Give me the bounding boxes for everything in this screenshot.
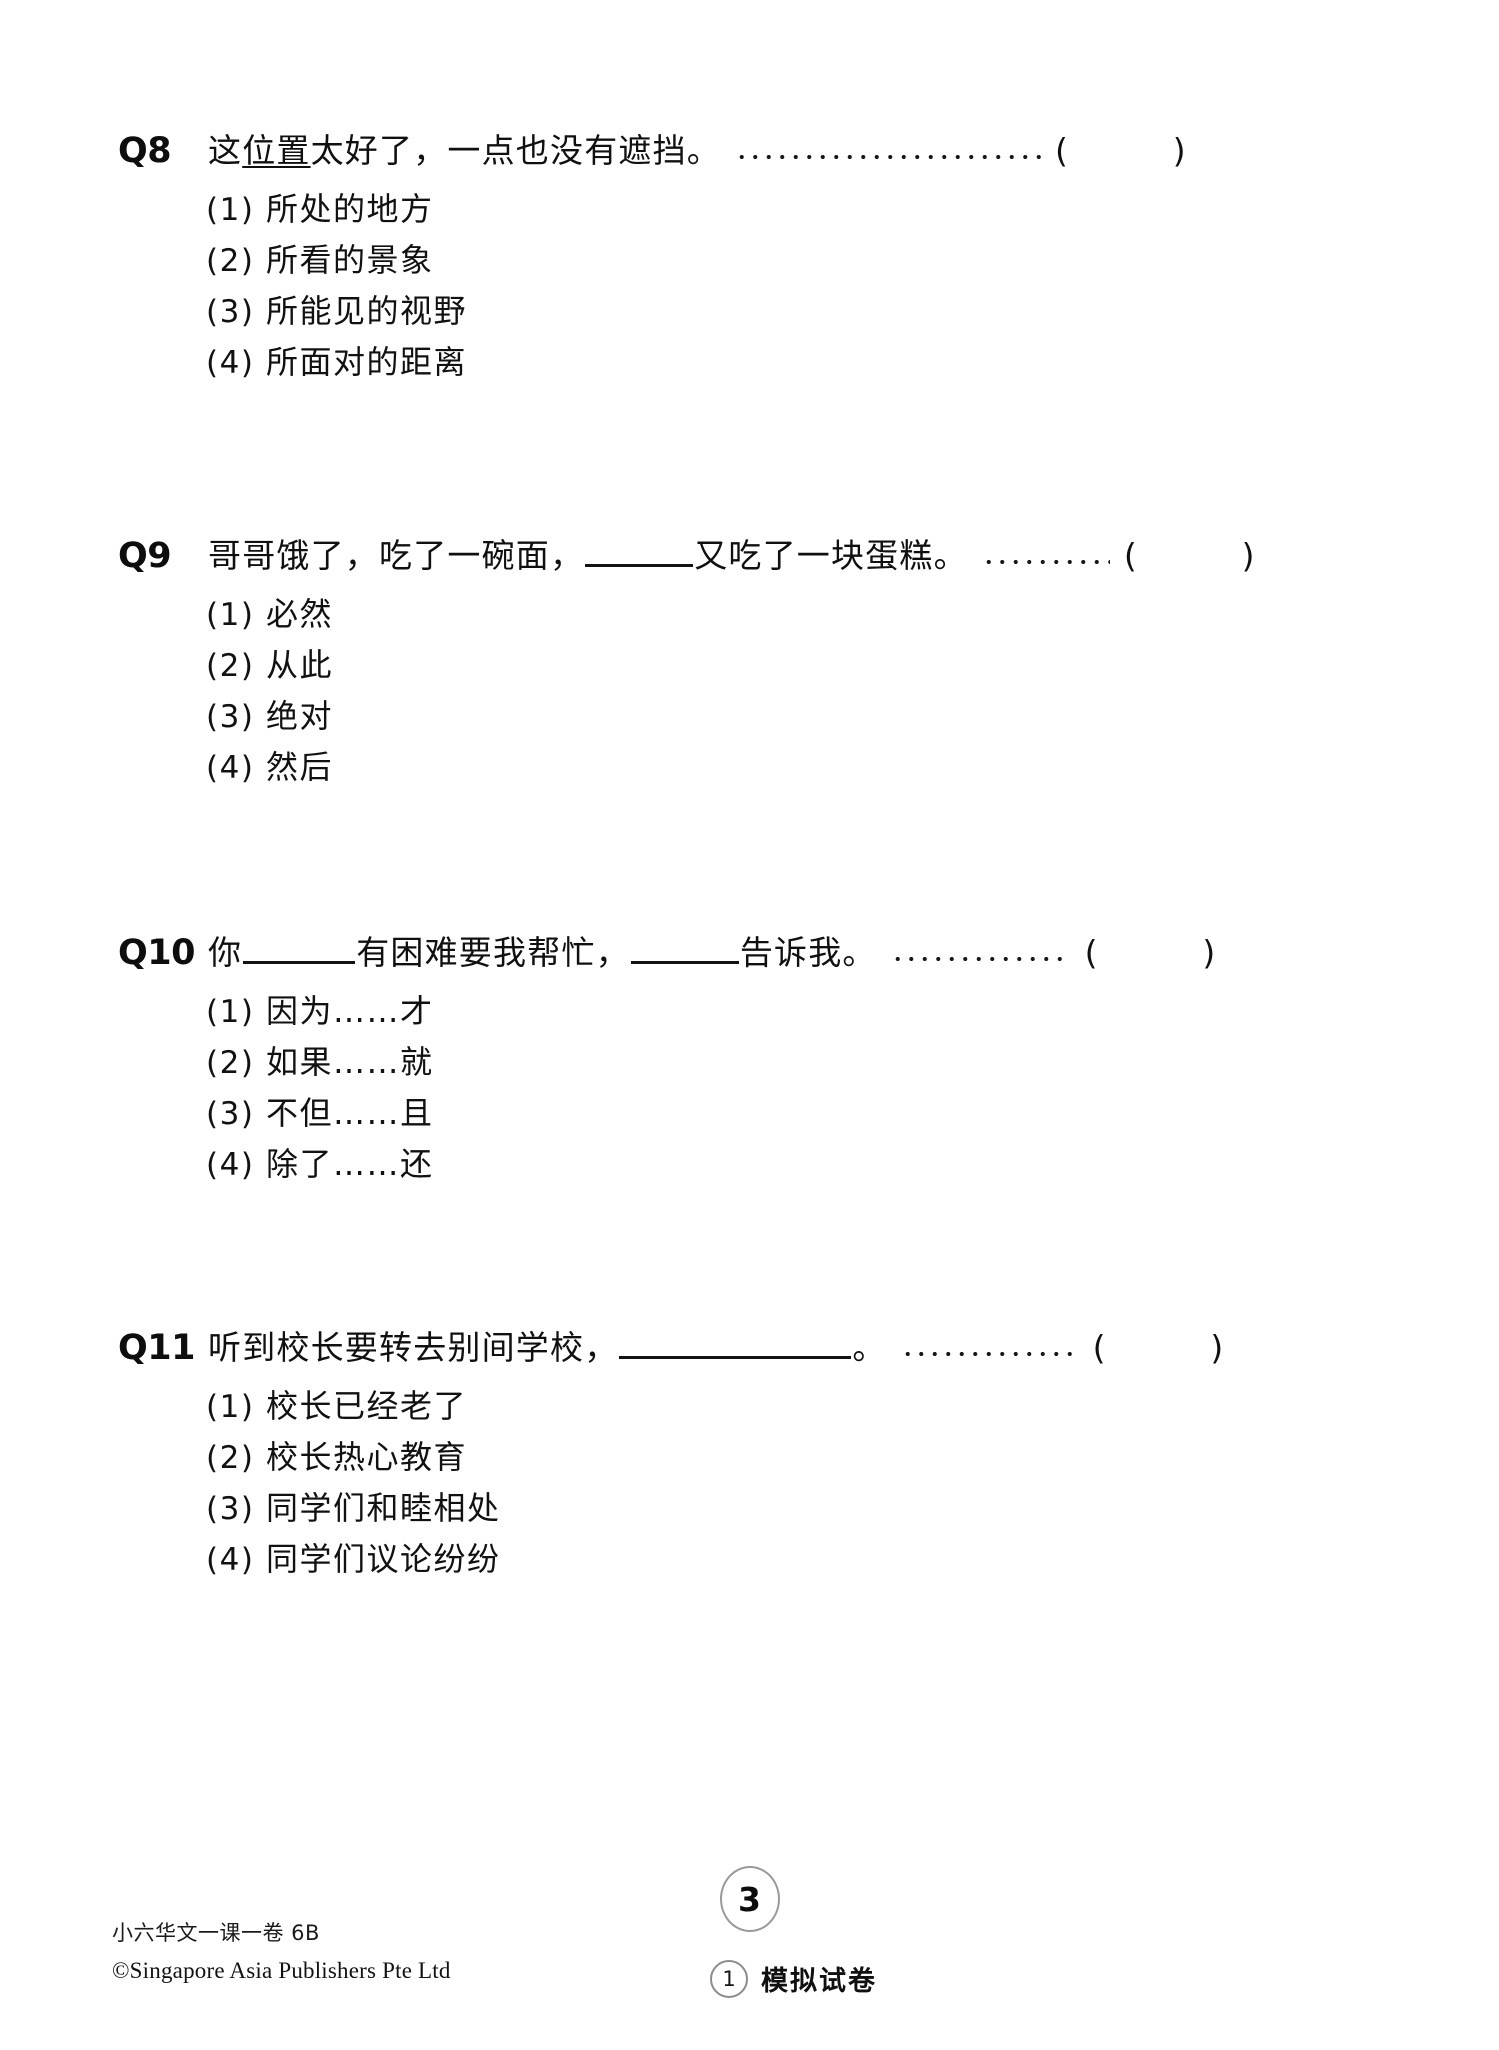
question-headline: Q11 听到校长要转去别间学校， 。 ( ) (118, 1325, 1408, 1371)
option-row[interactable]: (4) 同学们议论纷纷 (206, 1534, 1408, 1585)
option-marker: (1) (206, 192, 255, 228)
question-stem-part2: 有困难要我帮忙， (356, 933, 630, 972)
answer-bracket[interactable]: ( ) (1084, 933, 1216, 972)
footer-copyright: ©Singapore Asia Publishers Pte Ltd (112, 1958, 451, 1983)
footer-left: 小六华文一课一卷 6B ©Singapore Asia Publishers P… (112, 1916, 451, 1988)
answer-bracket[interactable]: ( ) (1092, 1328, 1224, 1367)
option-text: 所处的地方 (266, 190, 434, 228)
option-text: 如果……就 (266, 1043, 434, 1081)
page-number-badge: 3 (719, 1866, 780, 1932)
question-number: Q10 (118, 933, 195, 973)
option-marker: (1) (206, 597, 255, 633)
option-row[interactable]: (4) 除了……还 (206, 1139, 1408, 1190)
fill-in-blank[interactable] (585, 534, 694, 567)
question-block-q8: Q8 这位置太好了，一点也没有遮挡。 ( ) (1) 所处的地方 (2) 所看的… (118, 128, 1408, 388)
dotted-leader (890, 954, 1071, 964)
option-text: 所面对的距离 (266, 343, 468, 381)
dotted-leader (981, 557, 1110, 567)
footer-right: 1 模拟试卷 (0, 1959, 1499, 1998)
option-row[interactable]: (4) 然后 (206, 742, 1408, 793)
question-stem-part1: 哥哥饿了，吃了一碗面， (208, 536, 585, 575)
option-text: 然后 (266, 748, 334, 786)
option-row[interactable]: (3) 不但……且 (206, 1088, 1408, 1139)
question-block-q11: Q11 听到校长要转去别间学校， 。 ( ) (1) 校长已经老了 (2) 校长热… (118, 1325, 1408, 1585)
option-text: 同学们和睦相处 (266, 1489, 501, 1527)
answer-bracket[interactable]: ( ) (1123, 536, 1255, 575)
question-number: Q8 (118, 131, 172, 171)
option-row[interactable]: (2) 如果……就 (206, 1037, 1408, 1088)
question-stem-part1: 听到校长要转去别间学校， (208, 1328, 619, 1367)
fill-in-blank[interactable] (630, 931, 739, 964)
dotted-leader (735, 152, 1042, 162)
paper-label: 模拟试卷 (761, 1966, 877, 1997)
option-text: 必然 (266, 595, 334, 633)
paper-index-badge: 1 (710, 1959, 748, 1998)
question-headline: Q8 这位置太好了，一点也没有遮挡。 ( ) (118, 128, 1408, 174)
options-list: (1) 因为……才 (2) 如果……就 (3) 不但……且 (4) 除了……还 (118, 986, 1408, 1190)
question-stem-underlined: 位置 (242, 131, 311, 170)
option-text: 同学们议论纷纷 (266, 1540, 501, 1578)
option-text: 校长已经老了 (266, 1387, 468, 1425)
option-marker: (4) (206, 1147, 255, 1183)
option-row[interactable]: (2) 所看的景象 (206, 235, 1408, 286)
option-marker: (4) (206, 750, 255, 786)
option-row[interactable]: (4) 所面对的距离 (206, 337, 1408, 388)
dotted-leader (900, 1349, 1079, 1359)
option-text: 所能见的视野 (266, 292, 468, 330)
question-number: Q11 (118, 1328, 195, 1368)
fill-in-blank[interactable] (243, 931, 356, 964)
option-marker: (3) (206, 699, 255, 735)
question-headline: Q10 你 有困难要我帮忙， 告诉我。 ( ) (118, 930, 1408, 976)
question-block-q10: Q10 你 有困难要我帮忙， 告诉我。 ( ) (1) 因为……才 (2) 如果……… (118, 930, 1408, 1190)
question-stem: 听到校长要转去别间学校， 。 (208, 1325, 887, 1371)
question-stem-prefix: 这 (208, 131, 243, 170)
question-stem-part3: 告诉我。 (739, 933, 877, 972)
option-row[interactable]: (1) 所处的地方 (206, 184, 1408, 235)
question-stem: 你 有困难要我帮忙， 告诉我。 (208, 930, 877, 976)
options-list: (1) 必然 (2) 从此 (3) 绝对 (4) 然后 (118, 589, 1408, 793)
question-stem-suffix: 太好了，一点也没有遮挡。 (310, 131, 722, 170)
question-stem: 这位置太好了，一点也没有遮挡。 (208, 128, 721, 174)
option-marker: (4) (206, 1542, 255, 1578)
option-row[interactable]: (3) 所能见的视野 (206, 286, 1408, 337)
question-headline: Q9 哥哥饿了，吃了一碗面， 又吃了一块蛋糕。 ( ) (118, 533, 1408, 579)
option-marker: (2) (206, 648, 255, 684)
option-text: 绝对 (266, 697, 334, 735)
option-text: 校长热心教育 (266, 1438, 468, 1476)
option-row[interactable]: (1) 必然 (206, 589, 1408, 640)
option-text: 所看的景象 (266, 241, 434, 279)
option-row[interactable]: (3) 绝对 (206, 691, 1408, 742)
option-row[interactable]: (1) 校长已经老了 (206, 1381, 1408, 1432)
option-row[interactable]: (3) 同学们和睦相处 (206, 1483, 1408, 1534)
option-row[interactable]: (1) 因为……才 (206, 986, 1408, 1037)
option-row[interactable]: (2) 校长热心教育 (206, 1432, 1408, 1483)
option-text: 除了……还 (266, 1145, 434, 1183)
option-row[interactable]: (2) 从此 (206, 640, 1408, 691)
option-text: 不但……且 (266, 1094, 434, 1132)
question-block-q9: Q9 哥哥饿了，吃了一碗面， 又吃了一块蛋糕。 ( ) (1) 必然 (2) 从此… (118, 533, 1408, 793)
option-marker: (4) (206, 345, 255, 381)
option-marker: (2) (206, 1440, 255, 1476)
option-text: 从此 (266, 646, 334, 684)
option-marker: (3) (206, 294, 255, 330)
option-marker: (3) (206, 1096, 255, 1132)
answer-bracket[interactable]: ( ) (1055, 131, 1186, 170)
question-stem-part2: 。 (852, 1328, 887, 1367)
question-number: Q9 (118, 536, 172, 576)
options-list: (1) 校长已经老了 (2) 校长热心教育 (3) 同学们和睦相处 (4) 同学… (118, 1381, 1408, 1585)
option-marker: (3) (206, 1491, 255, 1527)
options-list: (1) 所处的地方 (2) 所看的景象 (3) 所能见的视野 (4) 所面对的距… (118, 184, 1408, 388)
fill-in-blank[interactable] (619, 1326, 852, 1359)
question-stem-part1: 你 (208, 933, 243, 972)
option-marker: (1) (206, 994, 255, 1030)
footer-series-title: 小六华文一课一卷 6B (112, 1921, 320, 1945)
option-text: 因为……才 (266, 992, 434, 1030)
option-marker: (2) (206, 243, 255, 279)
page-number-container: 3 (0, 1866, 1499, 1932)
option-marker: (2) (206, 1045, 255, 1081)
option-marker: (1) (206, 1389, 255, 1425)
question-stem-part2: 又吃了一块蛋糕。 (694, 536, 968, 575)
question-stem: 哥哥饿了，吃了一碗面， 又吃了一块蛋糕。 (208, 533, 968, 579)
page-footer: 3 小六华文一课一卷 6B ©Singapore Asia Publishers… (0, 1840, 1499, 2050)
